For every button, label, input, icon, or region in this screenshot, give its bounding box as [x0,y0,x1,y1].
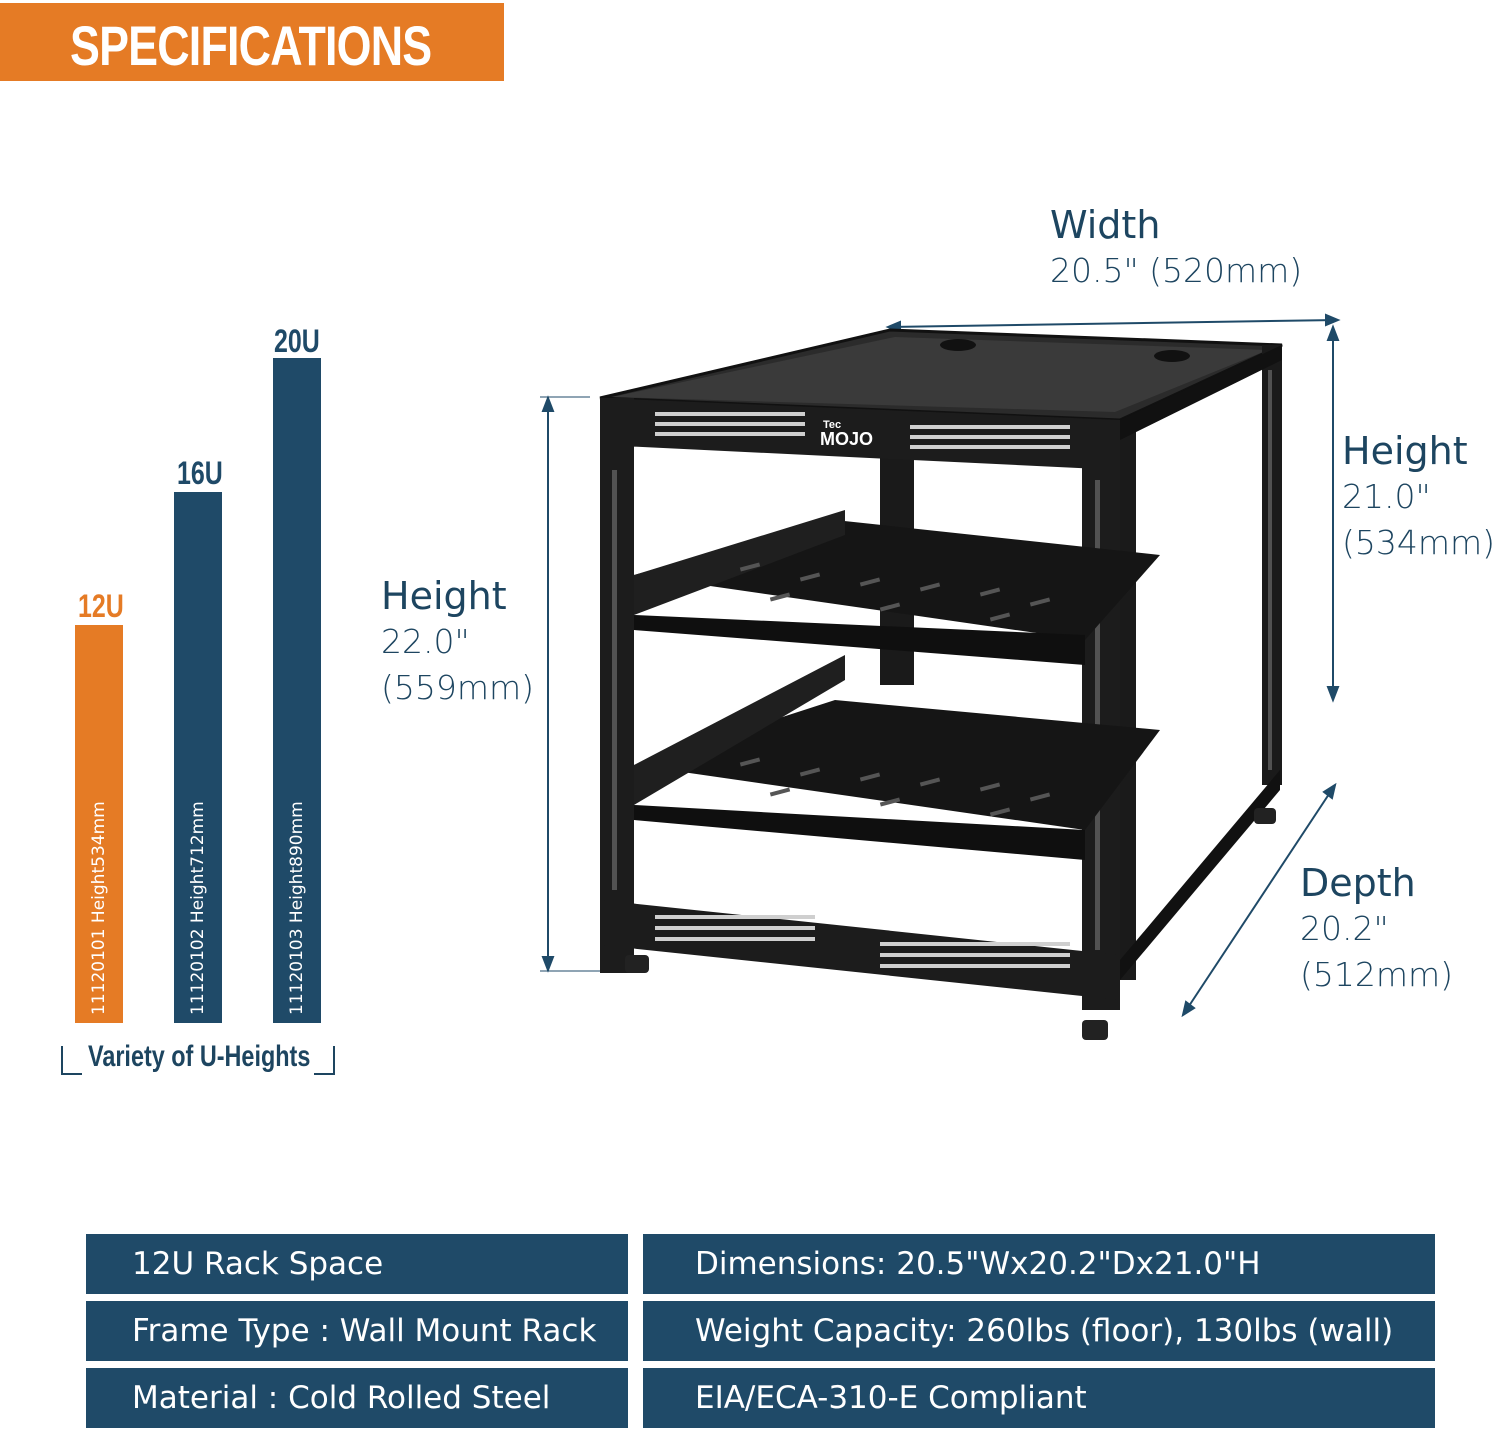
width-value: 20.5" (520mm) [1050,251,1303,290]
depth-value-in: 20.2" [1300,909,1389,948]
height-front-value-in: 22.0" [381,622,470,661]
spec-compliance: EIA/ECA-310-E Compliant [643,1368,1435,1428]
bar-label-16u: 16U [177,455,223,491]
spec-frame-type-text: Frame Type : Wall Mount Rack [132,1313,597,1349]
rack-illustration: Tec MOJO [540,313,1341,1040]
depth-label: Depth [1300,861,1416,905]
depth-dimension: Depth 20.2" (512mm) [1300,860,1453,998]
height-front-label: Height [381,574,507,618]
specifications-banner: SPECIFICATIONS [0,3,504,81]
spec-rack-space: 12U Rack Space [86,1234,628,1294]
bracket-icon [61,1046,335,1075]
bar-12u: 11120101 Height534mm [75,625,123,1023]
spec-weight-capacity: Weight Capacity: 260lbs (floor), 130lbs … [643,1301,1435,1361]
height-front-dimension: Height 22.0" (559mm) [381,573,534,711]
spec-dimensions: Dimensions: 20.5"Wx20.2"Dx21.0"H [643,1234,1435,1294]
width-dimension: Width 20.5" (520mm) [1050,202,1302,294]
rack-brand-logo: Tec MOJO [820,419,873,449]
spec-material: Material : Cold Rolled Steel [86,1368,628,1428]
height-rear-label: Height [1342,429,1468,473]
height-front-value-mm: (559mm) [381,668,535,707]
spec-material-text: Material : Cold Rolled Steel [132,1380,551,1416]
variety-caption-text: Variety of U-Heights [88,1040,311,1073]
depth-value-mm: (512mm) [1300,955,1454,994]
spec-weight-capacity-text: Weight Capacity: 260lbs (floor), 130lbs … [695,1313,1394,1349]
bar-label-20u: 20U [274,323,320,359]
bar-20u: 11120103 Height890mm [273,358,321,1023]
height-rear-value-in: 21.0" [1342,477,1431,516]
svg-text:Tec: Tec [823,419,841,431]
height-rear-value-mm: (534mm) [1342,523,1496,562]
spec-compliance-text: EIA/ECA-310-E Compliant [695,1380,1087,1416]
bar-16u: 11120102 Height712mm [174,492,222,1023]
bar-label-12u: 12U [78,588,124,624]
spec-frame-type: Frame Type : Wall Mount Rack [86,1301,628,1361]
dimension-lines [540,313,1341,1018]
banner-title: SPECIFICATIONS [70,14,432,77]
spec-dimensions-text: Dimensions: 20.5"Wx20.2"Dx21.0"H [695,1246,1261,1282]
variety-caption: Variety of U-Heights [60,1040,336,1076]
svg-text:MOJO: MOJO [820,429,873,449]
width-label: Width [1050,203,1161,247]
height-rear-dimension: Height 21.0" (534mm) [1342,428,1495,566]
spec-rack-space-text: 12U Rack Space [132,1246,384,1282]
